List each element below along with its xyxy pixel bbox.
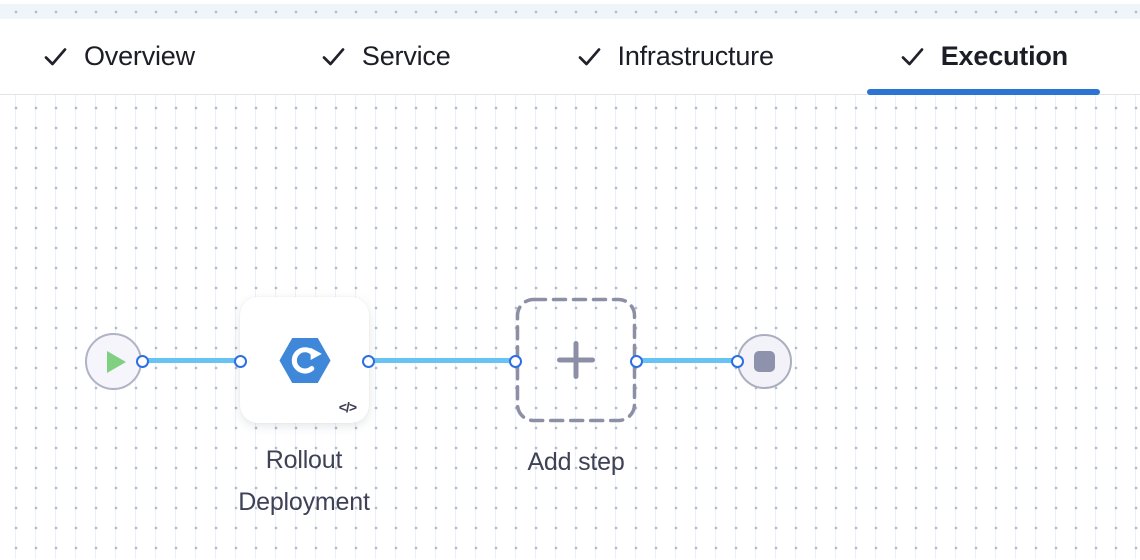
active-tab-underline xyxy=(866,89,1100,95)
start-node xyxy=(85,333,142,390)
rollout-deployment-icon xyxy=(278,337,331,383)
check-icon xyxy=(578,48,600,66)
play-icon xyxy=(107,350,126,373)
step-rollout-deployment[interactable]: </> xyxy=(240,297,369,423)
end-node xyxy=(737,334,792,389)
tab-infrastructure[interactable]: Infrastructure xyxy=(544,19,806,94)
step-label-rollout-deployment: Rollout Deployment xyxy=(238,446,370,516)
step-label-add-step: Add step xyxy=(527,448,625,476)
canvas-top-strip xyxy=(0,4,1140,19)
check-icon xyxy=(322,48,345,66)
pipeline-canvas[interactable]: </> Rollout Deployment Add step xyxy=(0,95,1140,559)
stage-tab-bar: Overview Service Infrastructure Executio… xyxy=(0,19,1140,95)
connection-port[interactable] xyxy=(234,355,247,368)
connection-port[interactable] xyxy=(362,355,375,368)
connection-port[interactable] xyxy=(731,355,744,368)
connector-edge xyxy=(142,358,240,363)
connector-edge xyxy=(368,358,515,363)
tab-label: Overview xyxy=(84,41,195,71)
tab-service[interactable]: Service xyxy=(288,19,483,94)
add-step-button[interactable] xyxy=(515,297,637,423)
code-icon: </> xyxy=(338,399,357,415)
connection-port[interactable] xyxy=(136,355,149,368)
tab-label: Infrastructure xyxy=(617,41,774,71)
tab-label: Execution xyxy=(940,41,1068,71)
stop-icon xyxy=(754,351,775,372)
tab-overview[interactable]: Overview xyxy=(10,19,227,94)
check-icon xyxy=(901,48,924,66)
connector-edge xyxy=(636,358,737,363)
tab-label: Service xyxy=(361,41,451,71)
connection-port[interactable] xyxy=(630,355,643,368)
tab-execution[interactable]: Execution xyxy=(866,19,1100,95)
dashed-frame xyxy=(515,297,637,423)
plus-icon xyxy=(557,341,595,379)
connection-port[interactable] xyxy=(509,355,522,368)
check-icon xyxy=(44,48,67,66)
